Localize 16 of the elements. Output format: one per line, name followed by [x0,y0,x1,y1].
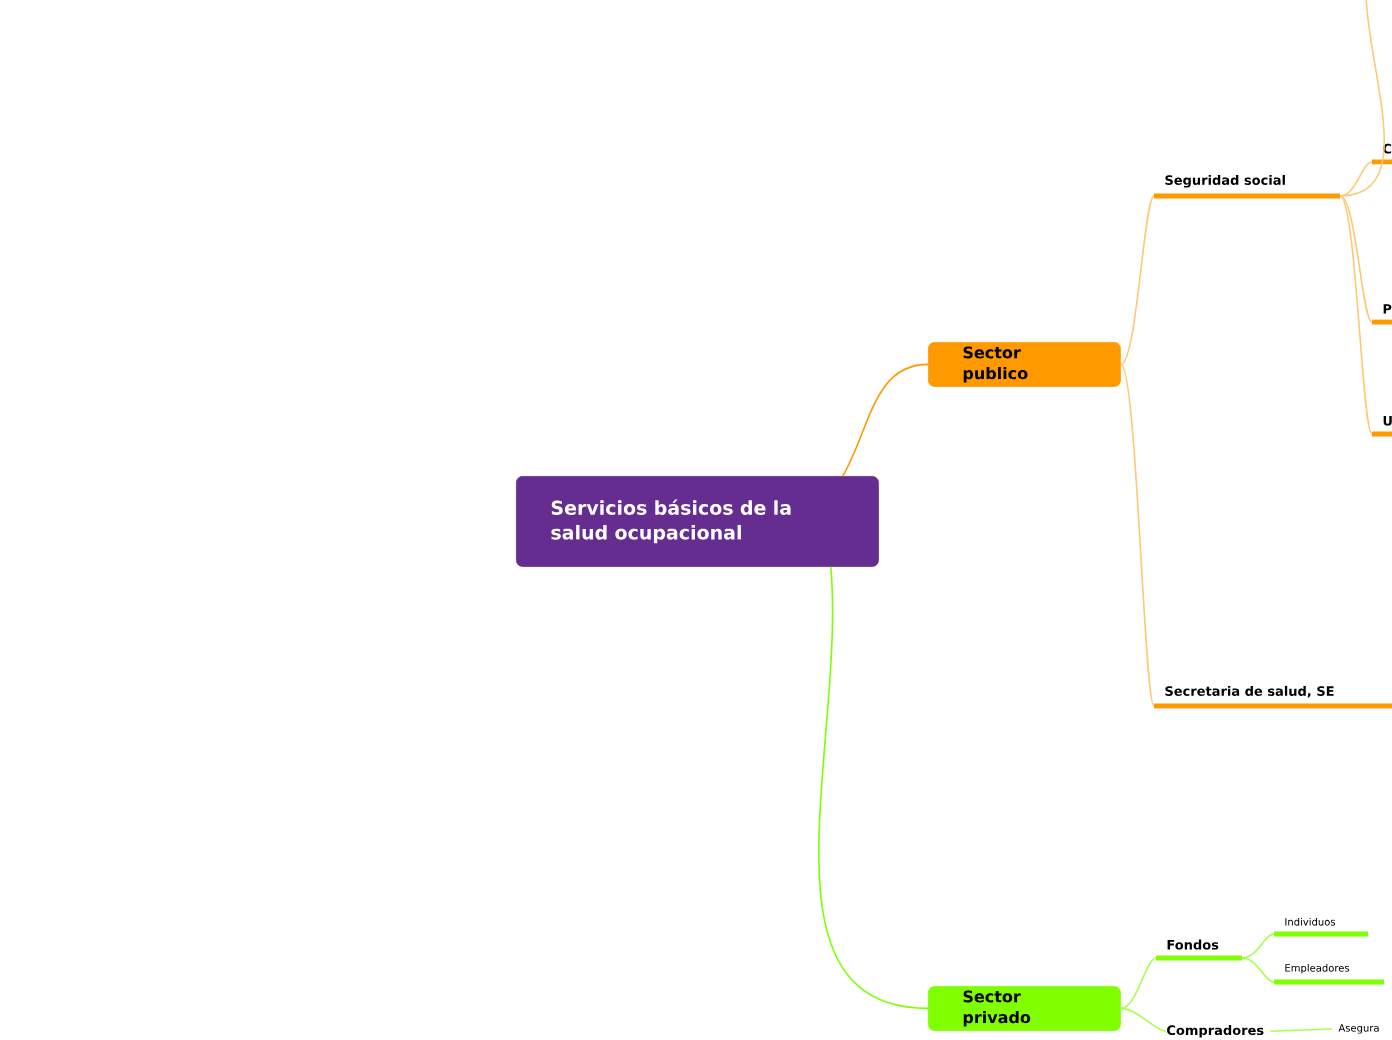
branch-line [842,363,929,477]
branch-line [1339,0,1385,197]
branch-line [1241,933,1275,959]
branch-line [1120,1007,1167,1033]
branch-line [1120,363,1155,707]
root-topic-box: Servicios básicos de la salud ocupacional [516,476,879,567]
topic-box: Sector publico [928,342,1121,387]
branch-line [1120,195,1155,366]
branch-line [818,566,929,1010]
branch-line [1339,195,1373,323]
branch-line [1339,161,1373,197]
branch-line [1339,195,1373,435]
branch-line [1241,957,1275,983]
branch-line [1269,1028,1333,1033]
topic-box: Sector privado [928,986,1121,1031]
branch-line [1120,957,1157,1010]
